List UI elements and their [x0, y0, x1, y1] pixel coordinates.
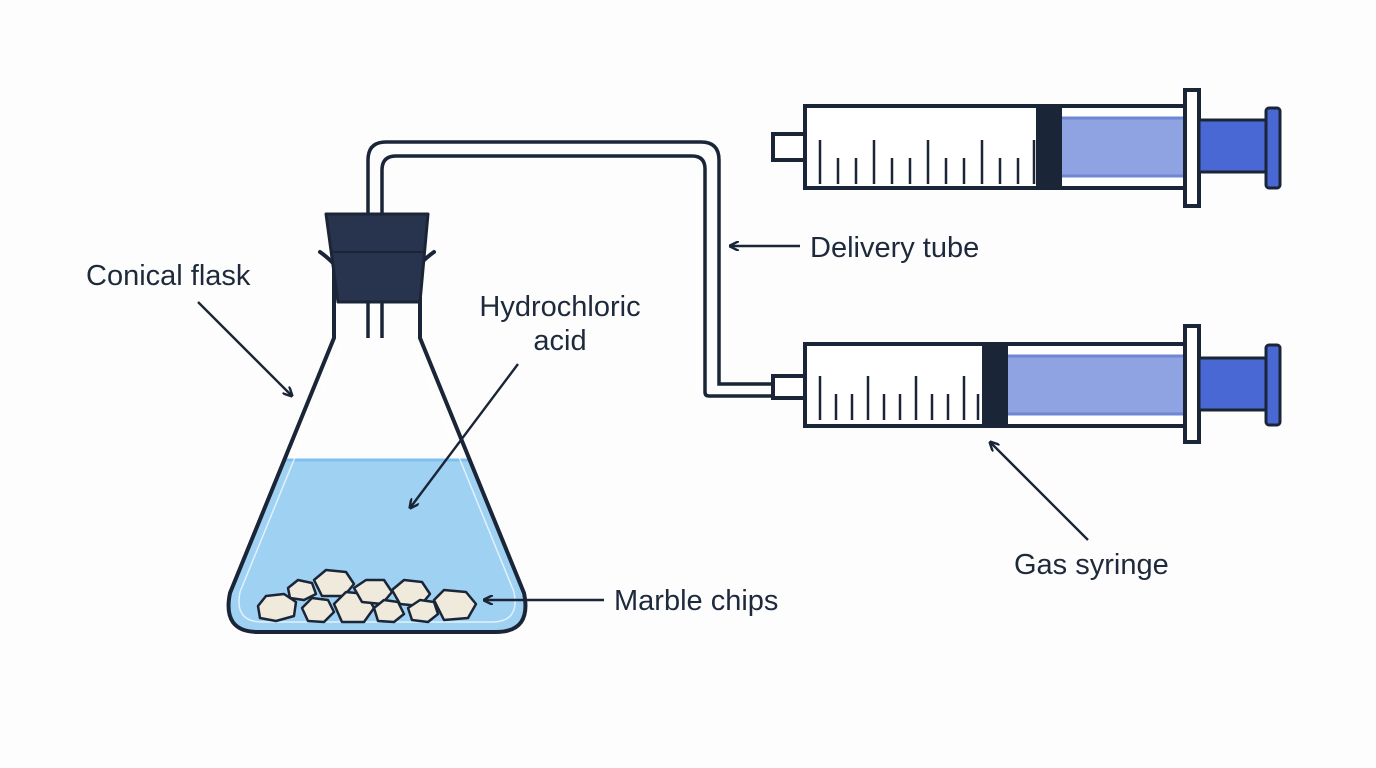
- gas-syringe-arrow: [990, 442, 1089, 541]
- marble-chips-label: Marble chips: [614, 585, 779, 617]
- bottom-syringe-scale: [818, 376, 980, 420]
- conical-flask-arrow: [197, 301, 292, 396]
- top-syringe-gas: [1062, 118, 1184, 176]
- bottom-syringe-plunger-rod: [1197, 356, 1269, 412]
- conical-flask-label: Conical flask: [86, 260, 251, 292]
- marble-chips: [256, 568, 478, 624]
- hydrochloric-acid-arrow: [410, 363, 519, 508]
- delivery-tube-label: Delivery tube: [810, 232, 980, 264]
- bottom-syringe-gas: [1008, 356, 1184, 414]
- hydrochloric-acid-label-line2: acid: [533, 325, 587, 357]
- hydrochloric-acid-label: Hydrochloric acid: [450, 290, 670, 358]
- top-syringe: [771, 88, 1282, 208]
- top-syringe-scale: [818, 140, 1036, 184]
- bottom-syringe-plunger-cap: [1264, 343, 1282, 427]
- top-syringe-plunger-rod: [1197, 118, 1269, 174]
- bottom-syringe: [771, 324, 1282, 444]
- tube-inside-flask: [366, 300, 384, 338]
- hydrochloric-acid-label-line1: Hydrochloric: [479, 291, 641, 323]
- top-syringe-plunger-cap: [1264, 106, 1282, 190]
- bottom-syringe-plunger-seal: [982, 346, 1008, 424]
- gas-syringe-label: Gas syringe: [1014, 549, 1169, 581]
- delivery-tube: [366, 140, 772, 398]
- top-syringe-plunger-seal: [1036, 108, 1062, 186]
- rubber-stopper: [324, 212, 430, 304]
- label-arrows: [197, 246, 1089, 600]
